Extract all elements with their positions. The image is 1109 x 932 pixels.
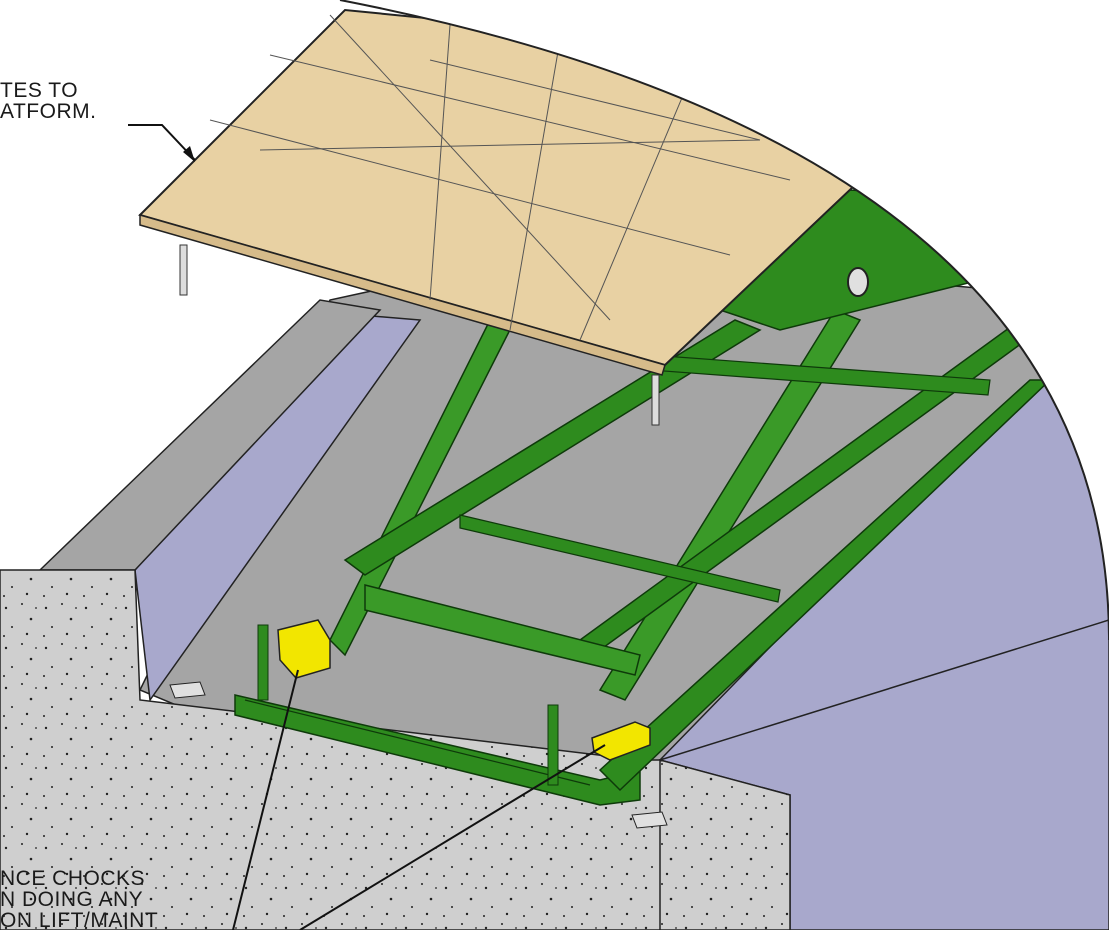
platform-callout-line-2: ATFORM. (0, 100, 97, 123)
chocks-callout-line-3: ON LIFT/MAINT (0, 909, 159, 932)
platform-leg-left (179, 244, 188, 296)
pivot-pin (847, 267, 869, 297)
platform-callout: TES TO ATFORM. (0, 80, 96, 122)
platform-leg-right (651, 374, 660, 426)
cross-tube-lower (364, 584, 641, 676)
maintenance-chock-left (277, 619, 331, 679)
floor-plate-left (169, 681, 206, 699)
leader-chock-left (232, 669, 299, 930)
leader-platform-arrow (183, 146, 195, 162)
section-arc (339, 0, 1109, 641)
platform-deck-grid (209, 14, 791, 341)
base-upright-right (547, 704, 559, 786)
platform-callout-line-1: TES TO (0, 79, 79, 102)
chocks-callout-line-1: NCE CHOCKS (0, 867, 146, 890)
chocks-callout-line-2: N DOING ANY (0, 888, 144, 911)
floor-plate-right (631, 811, 668, 829)
chocks-callout: NCE CHOCKS N DOING ANY ON LIFT/MAINT (0, 868, 158, 931)
platform-deck-edge (139, 214, 666, 376)
leader-platform (128, 124, 196, 161)
base-upright-left (257, 624, 269, 701)
concrete-block-right-face (659, 759, 791, 930)
cross-tube-middle (459, 514, 781, 603)
leader-chock-right (299, 744, 606, 930)
